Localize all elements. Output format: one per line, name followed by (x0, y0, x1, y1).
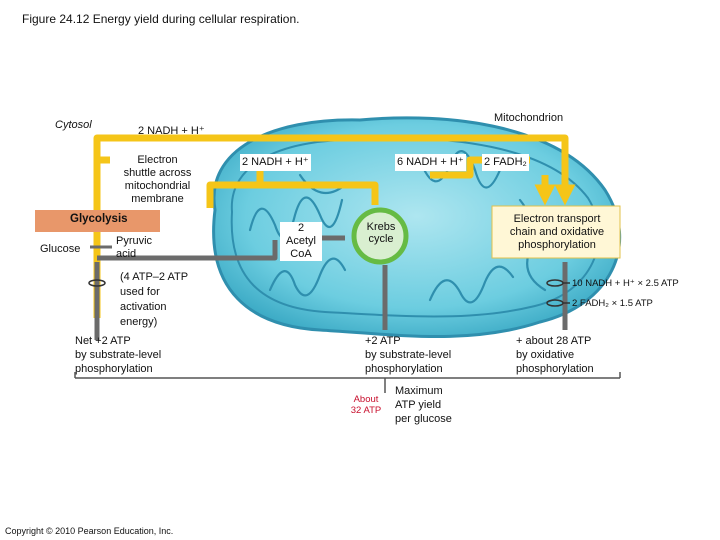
atp-activation-label: (4 ATP–2 ATP used for activation energy) (120, 271, 189, 328)
glycolysis-label: Glycolysis (70, 213, 128, 225)
nadh-krebs-label: 6 NADH + H⁺ (395, 154, 466, 171)
mitochondrion-label: Mitochondrion (494, 112, 564, 124)
nadh-top-label: 2 NADH + H⁺ (138, 125, 205, 137)
max-yield-label: Maximum ATP yield per glucose (395, 385, 452, 425)
carbon-arrows (94, 235, 568, 340)
glycolysis-box (35, 210, 160, 232)
copyright: Copyright © 2010 Pearson Education, Inc. (5, 526, 174, 536)
etc-box (491, 205, 621, 259)
about-atp-label: About 32 ATP (350, 394, 382, 416)
summary-bracket (74, 372, 621, 393)
acetyl-coa-label: 2 Acetyl CoA (280, 222, 322, 261)
electron-shuttle-label: Electron shuttle across mitochondrial me… (110, 154, 205, 206)
fadh-yield-label: 2 FADH₂ × 1.5 ATP (572, 298, 653, 309)
etc-label: Electron transport chain and oxidative p… (509, 213, 605, 251)
net-atp-label: Net +2 ATP by substrate-level phosphoryl… (75, 335, 162, 375)
nadh-middle-label: 2 NADH + H⁺ (240, 154, 311, 171)
about-atp-badge (342, 393, 390, 421)
oxidative-atp-label: + about 28 ATP by oxidative phosphorylat… (516, 335, 594, 375)
cytosol-label: Cytosol (55, 119, 92, 131)
krebs-cycle-label: Krebs cycle (366, 221, 396, 245)
fadh-label: 2 FADH₂ (482, 154, 529, 171)
figure-title: Figure 24.12 Energy yield during cellula… (22, 12, 300, 26)
glucose-label: Glucose (40, 243, 81, 255)
krebs-atp-label: +2 ATP by substrate-level phosphorylatio… (365, 335, 452, 375)
nadh-yield-label: 10 NADH + H⁺ × 2.5 ATP (572, 278, 679, 289)
pyruvic-acid-label: Pyruvic acid (116, 235, 153, 260)
krebs-cycle-icon (351, 207, 409, 265)
